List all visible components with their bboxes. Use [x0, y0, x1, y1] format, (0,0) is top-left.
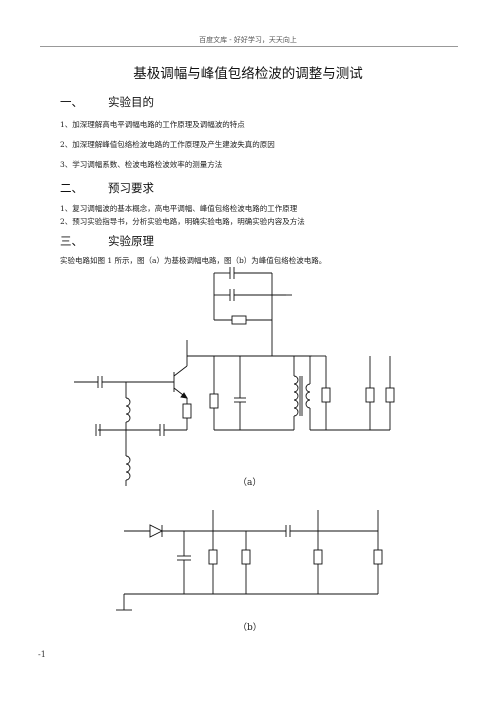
transformer-secondary	[305, 383, 311, 409]
inductor	[125, 397, 131, 423]
intro-paragraph: 实验电路如图 1 所示，图（a）为基极调幅电路，图（b）为峰值包络检波电路。	[60, 256, 327, 265]
page-number: -1	[38, 650, 46, 659]
list-item: 2、加深理解峰值包络检波电路的工作原理及产生建波失真的原因	[60, 140, 275, 149]
circuit-b	[116, 510, 383, 611]
transformer-primary	[293, 375, 299, 417]
resistor	[209, 393, 219, 409]
resistor	[385, 387, 395, 403]
list-item: 1、复习调幅波的基本概念，高电平调幅、峰值包络检波电路的工作原理	[60, 204, 298, 213]
section-number: 一、	[60, 95, 83, 109]
header-rule	[40, 46, 458, 47]
figure-a-caption: （a）	[238, 478, 262, 488]
list-item: 3、学习调幅系数、检波电路检波效率的测量方法	[60, 160, 223, 169]
document-title: 基极调幅与峰值包络检波的调整与测试	[133, 66, 363, 82]
resistor	[365, 387, 375, 403]
section-title: 实验目的	[108, 95, 154, 109]
resistor	[208, 549, 218, 565]
transistor-collector	[173, 365, 188, 377]
section-title: 预习要求	[108, 181, 154, 195]
inductor	[125, 455, 131, 481]
section-number: 三、	[60, 234, 83, 248]
page-header: 百度文库 - 好好学习，天天向上	[199, 36, 297, 44]
figure-b-caption: （b）	[238, 623, 262, 633]
resistor	[313, 549, 323, 565]
resistor	[241, 549, 251, 565]
section-title: 实验原理	[108, 234, 154, 248]
section-heading-preview: 二、 预习要求	[60, 180, 154, 196]
circuit-a	[74, 267, 395, 486]
section-number: 二、	[60, 181, 83, 195]
resistor	[373, 549, 383, 565]
list-item: 1、加深理解高电平调幅电路的工作原理及调幅波的特点	[60, 120, 245, 129]
section-heading-objectives: 一、 实验目的	[60, 94, 154, 110]
section-heading-principle: 三、 实验原理	[60, 233, 154, 249]
resistor	[321, 387, 331, 403]
list-item: 2、预习实验指导书，分析实验电路，明确实验电路，明确实验内容及方法	[60, 217, 305, 226]
resistor	[182, 403, 192, 419]
resistor	[231, 315, 247, 325]
emitter-arrow	[180, 392, 188, 399]
diode	[149, 524, 164, 538]
